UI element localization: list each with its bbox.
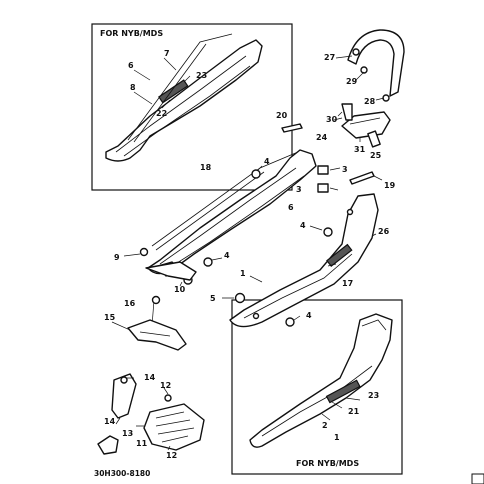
rear-bracket-assembly: [333, 103, 391, 148]
callout-29: 29: [346, 77, 358, 86]
bracket-15-assembly: [111, 295, 187, 351]
callout-2: 2: [322, 421, 328, 430]
callout-6: 6: [128, 61, 134, 70]
bracket-damper: [367, 130, 381, 148]
callout-5: 5: [210, 294, 216, 303]
callout-10: 10: [174, 285, 186, 294]
callout-8: 8: [130, 83, 136, 92]
callout-23b: 23: [368, 391, 379, 400]
callout-6b: 6: [288, 203, 294, 212]
emblem-17: [326, 243, 353, 267]
callout-1b: 1: [334, 433, 340, 442]
bracket-screw: [341, 103, 353, 121]
grommet-4-a: [251, 169, 261, 179]
lower-cover-assembly: [97, 373, 205, 455]
grab-bar: [347, 29, 405, 97]
emblem-inset-bottom: [325, 379, 361, 404]
part-3-damper-b: [317, 183, 329, 193]
callout-12b: 12: [166, 451, 177, 460]
emblem-13: [97, 435, 119, 455]
callout-9: 9: [114, 253, 120, 262]
side-cover-1-body: [229, 193, 379, 328]
callout-4c: 4: [300, 221, 306, 230]
grab-bar-assembly: [335, 29, 405, 102]
callout-4d: 4: [306, 311, 312, 320]
callout-16: 16: [124, 299, 136, 308]
grommet-4-b: [203, 257, 213, 267]
callout-15: 15: [104, 313, 116, 322]
cover-stay: [145, 261, 197, 281]
grommet-4-d: [285, 317, 295, 327]
callout-19: 19: [384, 181, 396, 190]
callout-12a: 12: [160, 381, 171, 390]
grab-bar-bolt-1: [352, 48, 360, 56]
main-side-cover: [147, 149, 317, 277]
screw-12: [164, 394, 172, 402]
cover-11: [143, 403, 205, 451]
side-cover-inset-top: [105, 39, 263, 162]
part-3-damper-a: [317, 165, 329, 175]
inset-box-bottom: FOR NYB/MDS: [231, 299, 403, 475]
callout-7: 7: [164, 49, 170, 58]
callout-27: 27: [324, 53, 335, 62]
part-19-strip: [349, 171, 375, 185]
inset-box-top: FOR NYB/MDS: [91, 23, 293, 191]
grommet-4-c: [323, 227, 333, 237]
callout-31: 31: [354, 145, 366, 154]
bracket-15: [127, 319, 187, 351]
callout-28: 28: [364, 97, 376, 106]
callout-18: 18: [200, 163, 212, 172]
screw-14-a: [120, 376, 128, 384]
callout-17: 17: [342, 279, 353, 288]
bracket-14: [111, 373, 137, 419]
callout-23: 23: [196, 71, 207, 80]
callout-4: 4: [264, 157, 270, 166]
figure-code: 30H300-8180: [94, 469, 150, 478]
callout-24: 24: [316, 133, 328, 142]
callout-labels: 6 7 23 8 22 27 29 28 20 30 24 31 25 18 4…: [104, 49, 396, 460]
callout-14a: 14: [144, 373, 156, 382]
callout-4b: 4: [224, 251, 230, 260]
callout-30: 30: [326, 115, 338, 124]
callout-3a: 3: [342, 165, 348, 174]
callout-22: 22: [156, 109, 167, 118]
callout-11: 11: [136, 439, 148, 448]
bolt-9: [139, 247, 149, 257]
callout-25: 25: [370, 151, 382, 160]
side-cover-inset-bottom: [249, 313, 393, 448]
bolt-16: [151, 295, 161, 305]
grab-bar-bolt-2: [360, 66, 368, 74]
inset-box-top-title: FOR NYB/MDS: [100, 29, 163, 38]
callout-21: 21: [348, 407, 360, 416]
inset-box-bottom-title: FOR NYB/MDS: [296, 459, 359, 468]
emblem-inset-top: [158, 79, 189, 104]
side-cover-1: [229, 193, 379, 328]
callout-3b: 3: [296, 185, 302, 194]
callout-13: 13: [122, 429, 133, 438]
part-20-strip: [281, 123, 303, 133]
callout-20: 20: [276, 111, 288, 120]
callout-14b: 14: [104, 417, 116, 426]
callout-1: 1: [240, 269, 246, 278]
callout-26: 26: [378, 227, 390, 236]
collar-5: [234, 292, 246, 304]
stripe-line-inset-top: [127, 33, 233, 141]
